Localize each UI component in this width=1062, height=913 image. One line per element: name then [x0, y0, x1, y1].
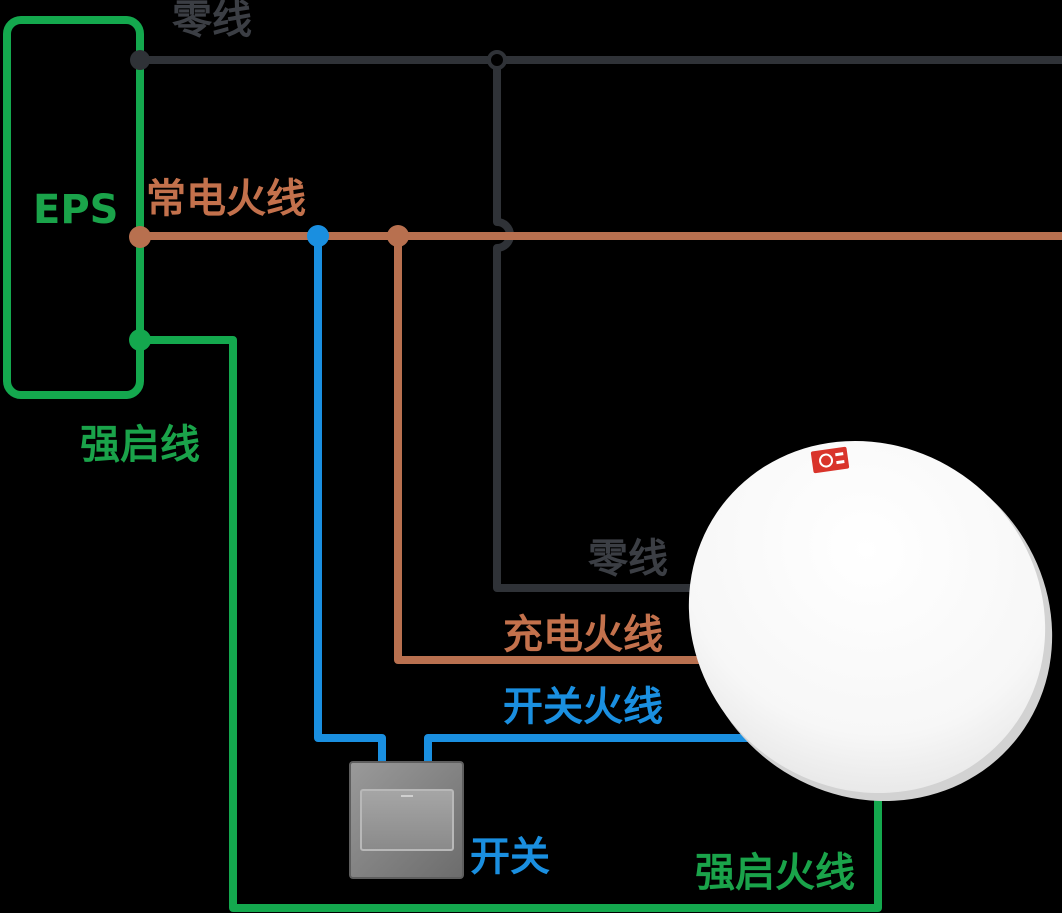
wall-switch-icon: [349, 761, 464, 879]
charging-junction-dot: [387, 225, 409, 247]
live-terminal-dot: [129, 226, 151, 248]
forced-start-label: 强启线: [80, 422, 200, 468]
charging-live-wire: [394, 236, 720, 664]
switched-live-wire: [424, 734, 780, 764]
ceiling-lamp-icon: [688, 440, 1053, 802]
neutral-top-label: 零线: [172, 0, 252, 43]
switch-input-wire: [314, 236, 386, 764]
neutral-wire-lamp-branch: [493, 60, 700, 592]
switch-label: 开关: [470, 834, 550, 880]
switch-junction-dot: [307, 225, 329, 247]
eps-box: [3, 16, 144, 399]
constant-live-label: 常电火线: [146, 176, 306, 222]
neutral-junction-ring: [487, 50, 507, 70]
forced-live-label: 强启火线: [695, 850, 855, 896]
switched-live-label: 开关火线: [503, 684, 663, 730]
forced-start-wire: [140, 336, 882, 912]
forced-terminal-dot: [129, 329, 151, 351]
neutral-terminal-dot: [130, 50, 150, 70]
eps-label: EPS: [33, 187, 118, 233]
charging-live-label: 充电火线: [503, 612, 663, 658]
lamp-badge-icon: [810, 446, 850, 474]
neutral-lamp-label: 零线: [588, 536, 668, 582]
